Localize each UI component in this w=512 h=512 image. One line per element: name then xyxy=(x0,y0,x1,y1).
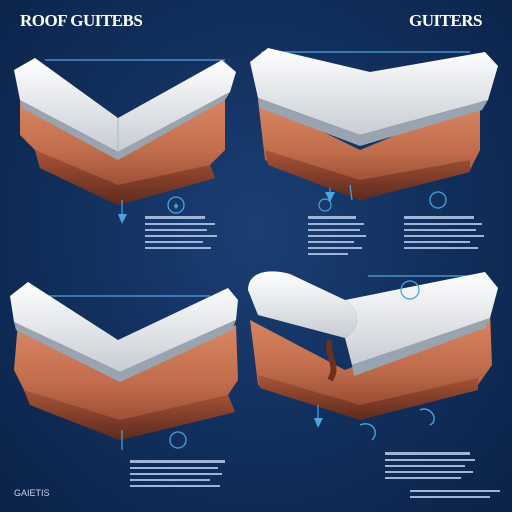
gutter-bottom-right xyxy=(248,271,498,441)
svg-text:♦: ♦ xyxy=(173,201,178,212)
text-block-3 xyxy=(404,216,484,249)
text-block-4 xyxy=(130,460,225,487)
gutter-top-left: ♦ xyxy=(14,58,236,224)
title-left: ROOF GUITEBS xyxy=(20,11,143,30)
text-block-1 xyxy=(145,216,217,249)
text-block-5 xyxy=(385,452,500,498)
footer-text: GAIETIS xyxy=(14,488,50,498)
title-right: GUITERS xyxy=(408,11,483,30)
gutter-top-right xyxy=(250,48,498,212)
gutter-bottom-left xyxy=(10,282,238,450)
text-block-2 xyxy=(308,216,366,255)
